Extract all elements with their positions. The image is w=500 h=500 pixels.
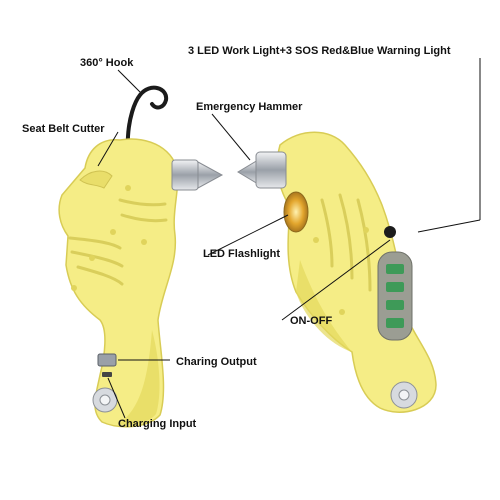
- label-emergency-hammer: Emergency Hammer: [196, 101, 303, 113]
- right-hammer-icon: [237, 151, 287, 189]
- micro-usb-icon: [102, 372, 112, 377]
- label-seat-belt-cutter: Seat Belt Cutter: [22, 123, 105, 135]
- flashlight-lens-icon: [283, 191, 309, 233]
- callout-lines: [97, 58, 481, 419]
- right-grip-ridges: [320, 193, 372, 292]
- label-on-off: ON-OFF: [290, 315, 333, 327]
- cutter-slot-icon: [79, 170, 113, 189]
- label-hook: 360° Hook: [80, 57, 134, 69]
- right-device: [237, 131, 437, 413]
- right-shading: [296, 260, 352, 352]
- label-charging-input: Charging Input: [118, 418, 197, 430]
- power-button-icon: [384, 226, 396, 238]
- label-charging-output: Charing Output: [176, 356, 257, 368]
- usb-port-icon: [97, 353, 117, 367]
- led-panel-icon: [377, 251, 413, 341]
- label-work-light: 3 LED Work Light+3 SOS Red&Blue Warning …: [188, 45, 451, 57]
- left-shading: [118, 330, 160, 425]
- right-body: [276, 131, 437, 413]
- left-screws: [71, 185, 147, 291]
- right-screws: [313, 227, 369, 315]
- label-led-flashlight: LED Flashlight: [203, 248, 280, 260]
- left-hammer-icon: [171, 159, 224, 191]
- left-device: [58, 85, 224, 428]
- left-grip-ridges: [68, 198, 168, 286]
